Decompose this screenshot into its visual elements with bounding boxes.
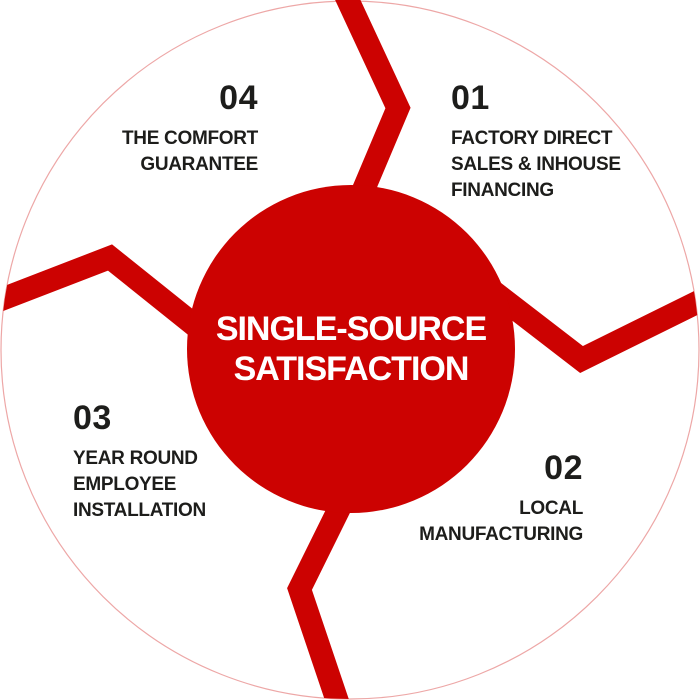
section-01-label: FACTORY DIRECT SALES & INHOUSE FINANCING: [451, 128, 621, 201]
section-03-number: 03: [73, 399, 112, 437]
section-04-label: THE COMFORT GUARANTEE: [121, 128, 258, 175]
cycle-arrow-bottom-icon: [287, 499, 352, 699]
cycle-arrow-left-icon: [1, 244, 206, 337]
section-01: 01 FACTORY DIRECT SALES & INHOUSE FINANC…: [451, 81, 621, 204]
section-03: 03 YEAR ROUND EMPLOYEE INSTALLATION: [73, 401, 206, 524]
section-02-label: LOCAL MANUFACTURING: [419, 498, 583, 545]
section-04: 04 THE COMFORT GUARANTEE: [122, 81, 258, 178]
center-title: SINGLE-SOURCE SATISFACTION: [215, 310, 487, 388]
section-01-number: 01: [451, 79, 490, 117]
section-02: 02 LOCAL MANUFACTURING: [419, 451, 583, 548]
section-03-label: YEAR ROUND EMPLOYEE INSTALLATION: [73, 448, 206, 521]
cycle-arrow-right-icon: [482, 279, 699, 373]
cycle-arrow-top-icon: [335, 0, 411, 203]
center-circle: [187, 185, 515, 513]
section-04-number: 04: [219, 79, 258, 117]
section-02-number: 02: [544, 449, 583, 487]
